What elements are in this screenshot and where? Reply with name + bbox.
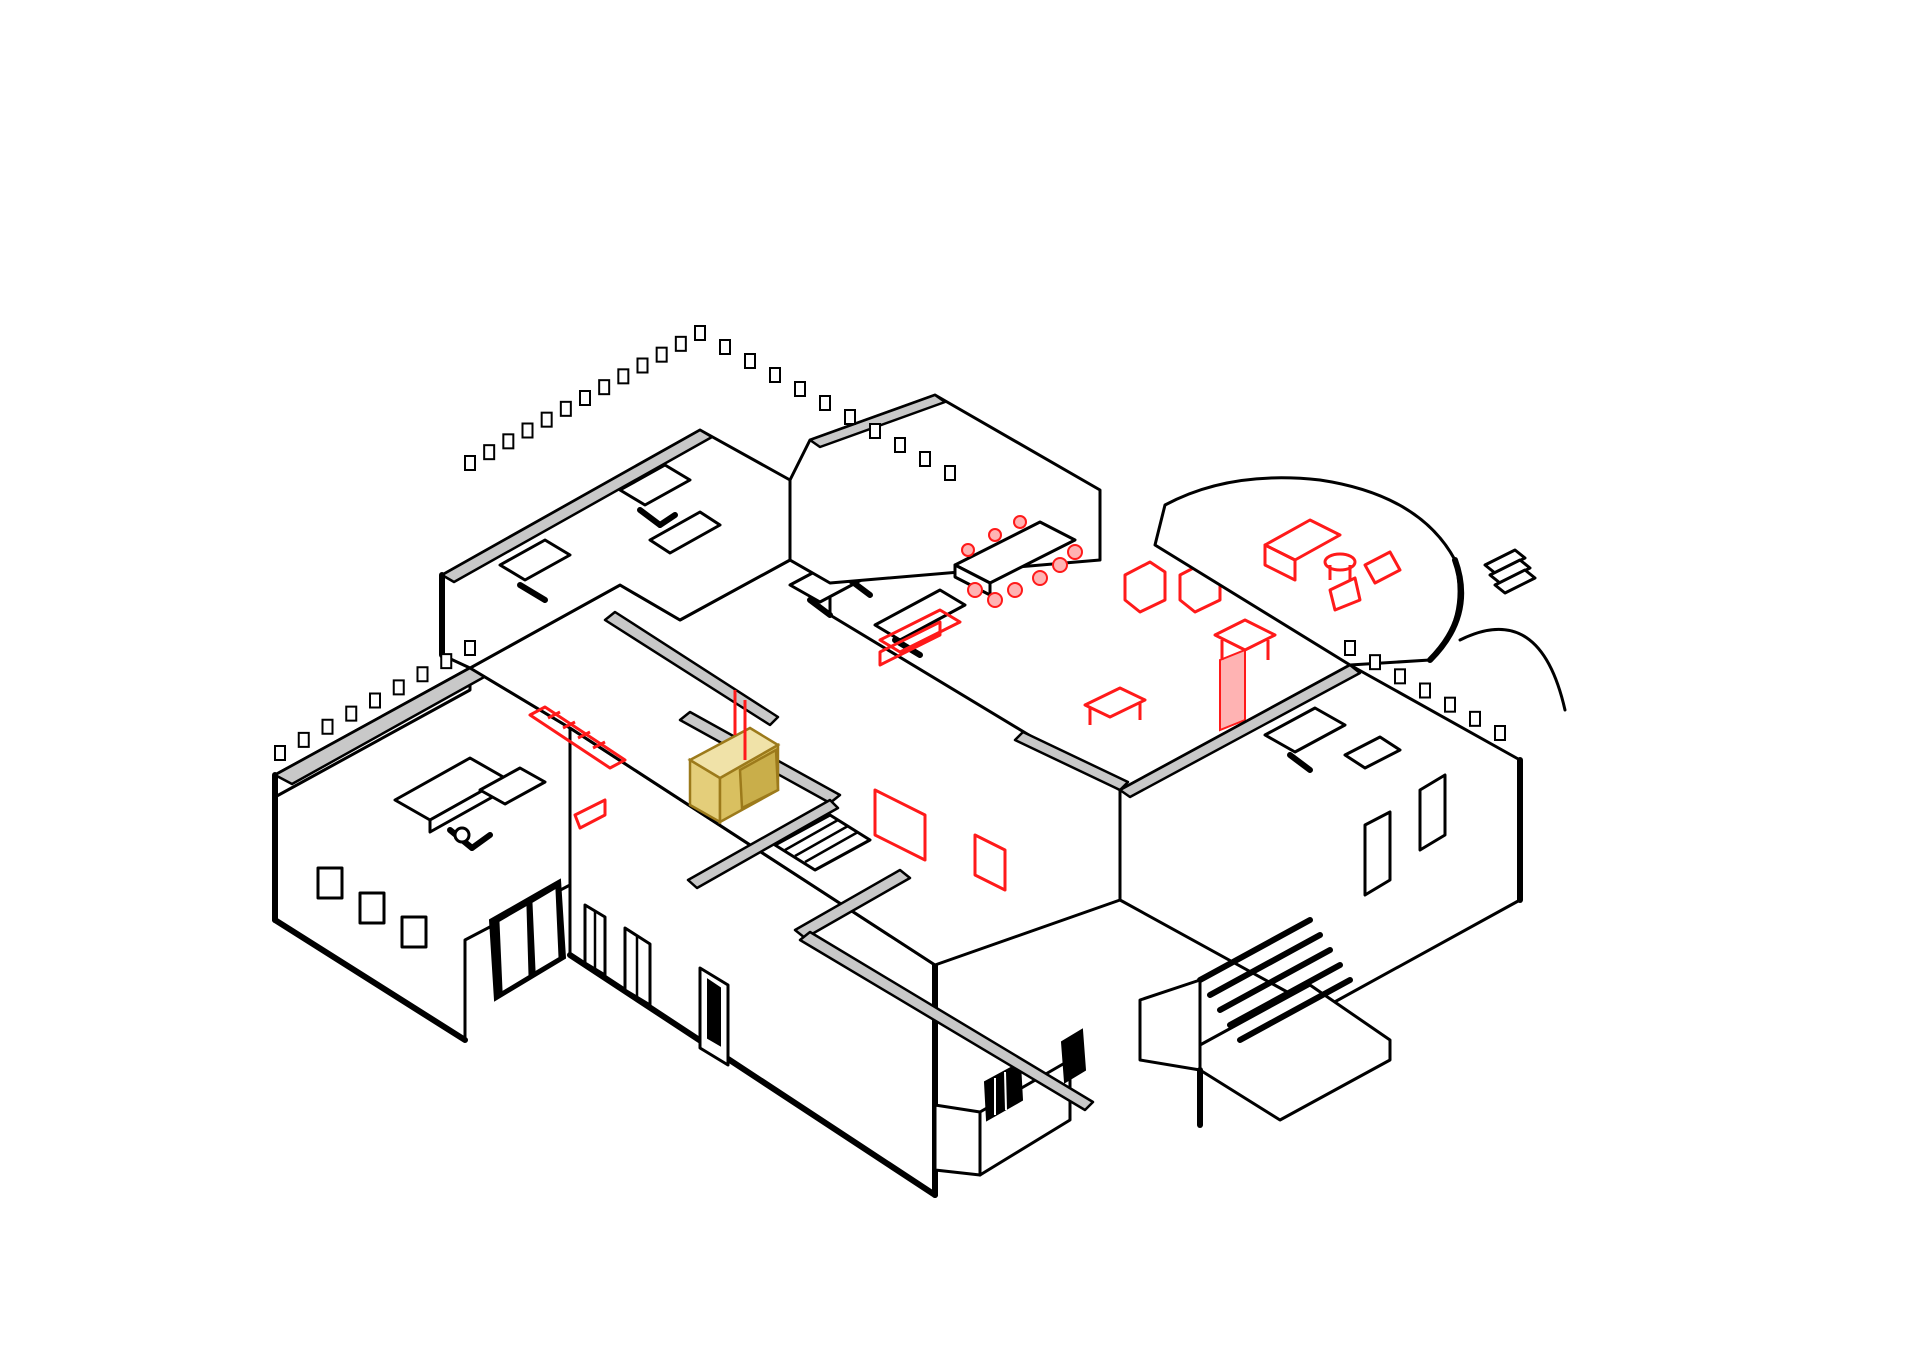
merlon: [869, 423, 881, 439]
merlon: [1419, 682, 1431, 699]
merlon: [345, 705, 358, 722]
merlon: [894, 437, 906, 453]
window: [400, 915, 428, 949]
parapet-merlons: [274, 325, 1506, 761]
merlon: [274, 745, 286, 761]
terrace-canopy: [1458, 627, 1567, 712]
merlon: [559, 400, 572, 417]
stair-tread: [1227, 962, 1343, 1028]
side-table-red: [1213, 618, 1277, 660]
curved-terrace: [1153, 476, 1567, 712]
merlon: [464, 640, 476, 656]
west-wing: [272, 666, 572, 1043]
merlon: [919, 451, 931, 467]
merlon: [636, 357, 649, 374]
merlon: [483, 444, 496, 461]
lounge-armchairs-red: [1328, 550, 1402, 612]
merlon: [769, 367, 781, 383]
merlon: [744, 353, 756, 369]
stair-tread: [1217, 947, 1333, 1013]
central-core: [468, 499, 1277, 1112]
door-panel-red: [873, 788, 927, 862]
stair-tread: [1197, 917, 1313, 983]
north-wing: [439, 428, 792, 670]
merlon: [617, 368, 630, 385]
side-table-red: [1083, 686, 1147, 725]
terrace-floor: [1153, 476, 1461, 667]
merlon: [297, 731, 310, 748]
lounge-sofa-red: [1263, 518, 1342, 582]
dining-set-red: [878, 608, 962, 667]
merlon: [1444, 696, 1456, 713]
window: [316, 866, 344, 900]
merlon: [694, 325, 706, 341]
merlon: [440, 653, 453, 670]
window: [358, 891, 386, 925]
east-desks: [1263, 706, 1402, 773]
window: [1418, 773, 1447, 852]
selected-furniture-unit[interactable]: [687, 726, 781, 825]
merlon: [521, 422, 534, 439]
door-panel-red: [1219, 648, 1246, 732]
west-wing-facade: [273, 666, 572, 1042]
ne-block-body: [788, 393, 1102, 585]
merlon: [819, 395, 831, 411]
lounge-table-red: [1323, 552, 1357, 580]
east-wall-cap: [1118, 663, 1362, 799]
merlon: [540, 411, 553, 428]
north-wall-cap: [440, 428, 714, 584]
terrace-steps: [1483, 548, 1537, 595]
merlon: [579, 390, 591, 406]
merlon: [321, 718, 334, 735]
stair-wall: [1138, 978, 1202, 1072]
balcony-railing: [983, 1028, 1087, 1122]
merlon: [719, 339, 731, 355]
entrance-stairs: [1138, 917, 1392, 1128]
shelf-unit-red: [528, 705, 627, 830]
door-panel-red: [973, 833, 1007, 892]
merlon: [1369, 654, 1381, 671]
merlon: [1494, 725, 1506, 741]
merlon: [655, 346, 668, 363]
merlon: [1469, 710, 1481, 727]
ne-wall-cap: [808, 393, 947, 449]
merlon: [794, 381, 806, 397]
east-wing: [1118, 663, 1523, 1012]
stair-tread: [1207, 932, 1323, 998]
merlon: [674, 335, 687, 352]
merlon: [1344, 640, 1356, 656]
interior-staircase: [773, 813, 872, 872]
stair-tread: [1237, 977, 1353, 1043]
merlon: [392, 679, 405, 696]
merlon: [369, 692, 381, 709]
merlon: [464, 455, 476, 471]
french-doors: [488, 878, 567, 1002]
north-desks: [498, 463, 722, 603]
balcony-side: [933, 1103, 982, 1177]
merlon: [844, 409, 856, 425]
merlon: [598, 379, 611, 396]
conference-table-red: [953, 515, 1083, 608]
office-desks-west: [393, 756, 547, 851]
window: [1363, 810, 1392, 897]
merlon: [944, 465, 956, 481]
merlon: [416, 666, 429, 683]
south-windows: [583, 903, 730, 1067]
west-wing-base: [272, 917, 468, 1043]
merlon: [1394, 668, 1406, 685]
merlon: [502, 433, 515, 450]
north-east-block: [788, 393, 1222, 614]
terrace-edge: [1427, 557, 1465, 663]
